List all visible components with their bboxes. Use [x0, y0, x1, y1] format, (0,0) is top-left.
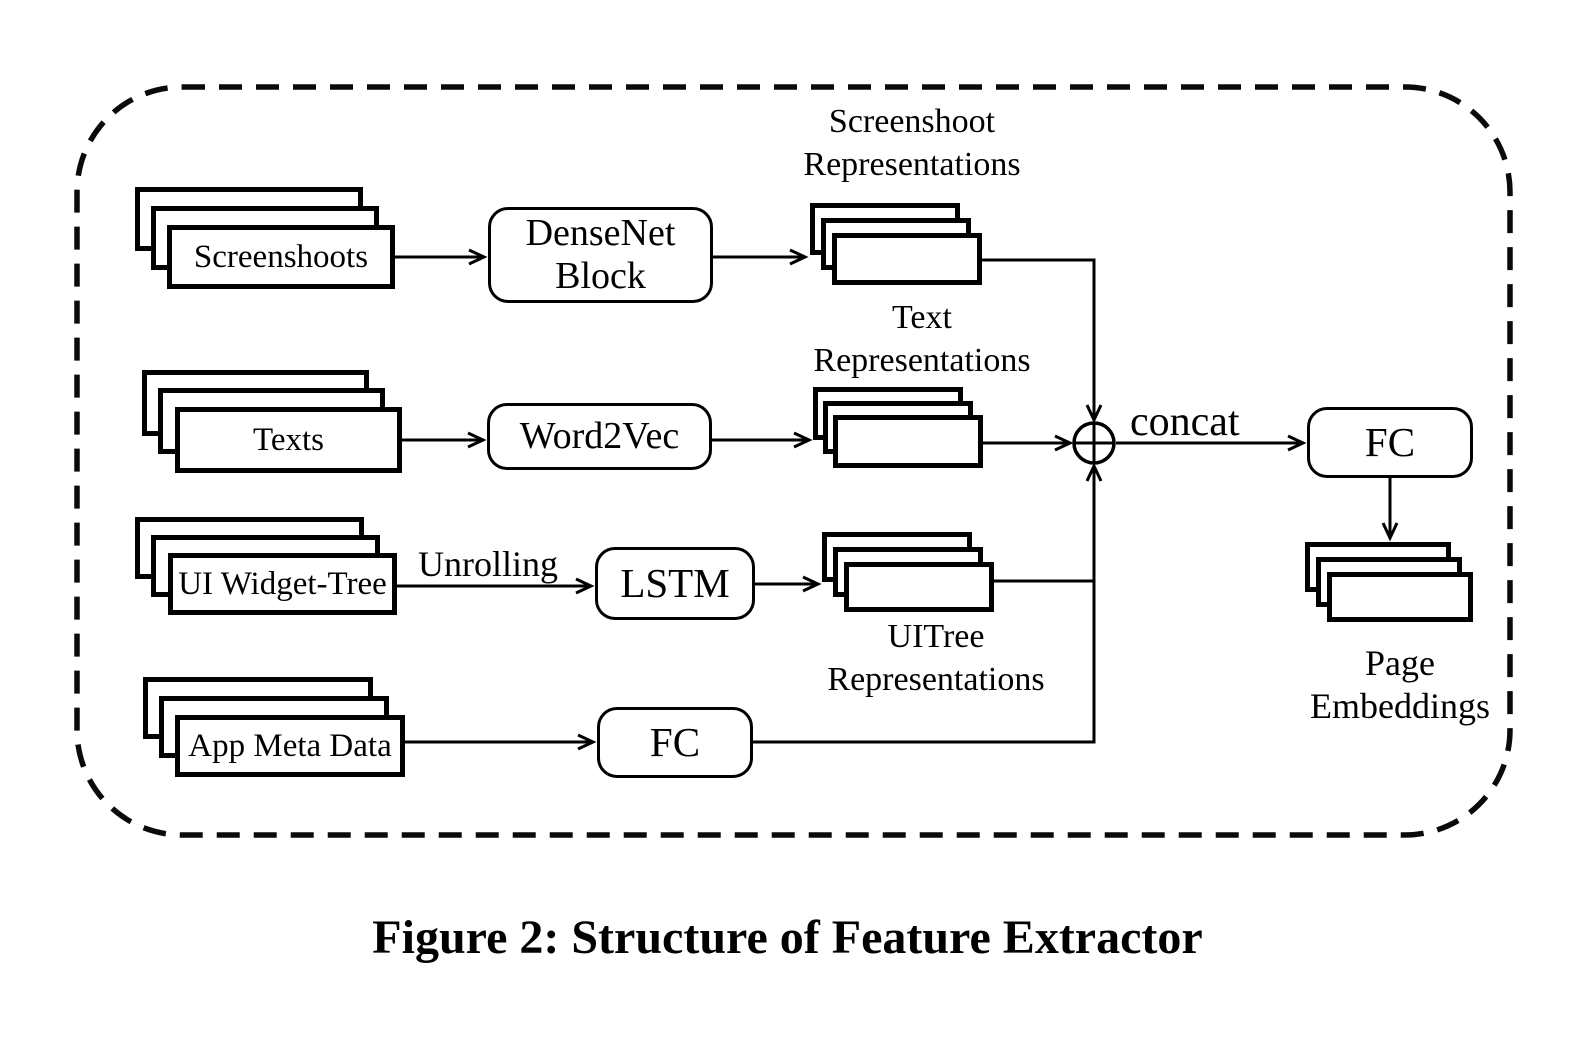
stack-card-front: Texts [175, 407, 402, 473]
uitree-reps-label: UITree Representations [827, 618, 1045, 698]
stack-card-front [833, 415, 983, 468]
stack-card-front [832, 233, 982, 285]
app-meta-data-label: App Meta Data [188, 727, 392, 764]
stack-card-front [844, 562, 994, 612]
stack-card-front: UI Widget-Tree [168, 553, 397, 615]
screenshoot-reps-label: Screenshoot Representations [803, 103, 1021, 183]
ui-widget-tree-label: UI Widget-Tree [178, 565, 387, 602]
fc-output-block: FC [1307, 407, 1473, 478]
unrolling-edge-label: Unrolling [418, 544, 558, 584]
text-reps-label: Text Representations [813, 299, 1031, 379]
edge-fc-concat [753, 462, 1103, 744]
screenshoots-label: Screenshoots [193, 238, 369, 275]
fc-meta-label: FC [649, 719, 701, 765]
figure-caption: Figure 2: Structure of Feature Extractor [372, 911, 1203, 964]
lstm-label: LSTM [620, 560, 730, 606]
densenet-block: DenseNet Block [488, 207, 713, 303]
page-embeddings-label: Page Embeddings [1310, 643, 1490, 726]
stack-card-front: App Meta Data [175, 715, 405, 777]
lstm-block: LSTM [595, 547, 755, 620]
stack-card-front: Screenshoots [167, 225, 395, 289]
fc-output-label: FC [1364, 419, 1416, 465]
edge-screps-concat [978, 258, 1103, 424]
densenet-line1: DenseNet [525, 212, 676, 254]
dashed-border [74, 84, 1513, 838]
fc-meta-block: FC [597, 707, 753, 778]
word2vec-label: Word2Vec [519, 415, 680, 457]
stack-card-front [1327, 572, 1473, 622]
densenet-line2: Block [555, 255, 646, 297]
word2vec-block: Word2Vec [487, 403, 712, 470]
texts-label: Texts [252, 421, 324, 458]
concat-node [1072, 421, 1116, 465]
concat-edge-label: concat [1130, 399, 1240, 445]
